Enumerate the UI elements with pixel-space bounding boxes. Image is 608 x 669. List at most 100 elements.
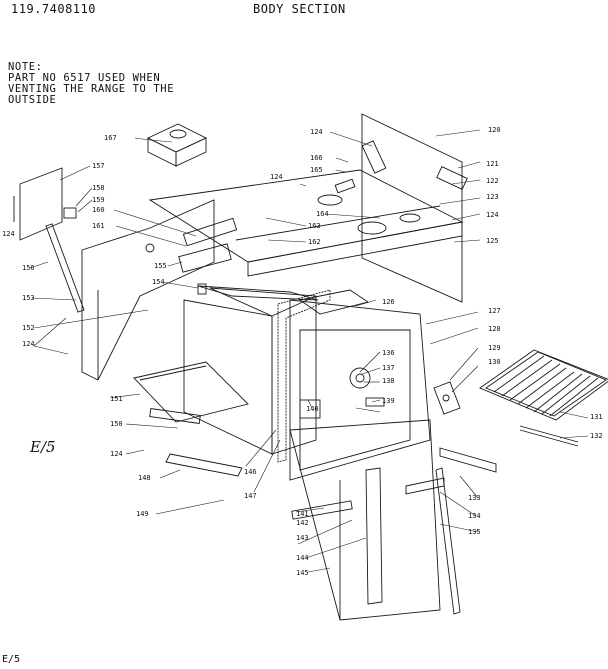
heater-block-155 [178, 243, 232, 273]
callout-160: 160 [92, 206, 105, 214]
burner-opening-3 [317, 194, 343, 206]
leader-lines [29, 129, 589, 573]
callout-144: 144 [296, 554, 309, 562]
note-line-1: PART NO 6517 USED WHEN [8, 72, 161, 84]
trim-133 [439, 447, 497, 473]
note-block: NOTE: PART NO 6517 USED WHEN VENTING THE… [8, 62, 174, 106]
callout-157: 157 [92, 162, 105, 170]
callout-129: 129 [488, 344, 501, 352]
rear-side-panel [361, 113, 463, 303]
callout-128: 128 [488, 325, 501, 333]
callout-155: 155 [154, 262, 167, 270]
drawer-rail-135 [435, 467, 461, 615]
callout-123: 123 [486, 193, 499, 201]
control-knob-137 [349, 367, 371, 389]
bracket-139 [365, 397, 385, 407]
callout-138: 138 [382, 377, 395, 385]
callout-150: 150 [110, 420, 123, 428]
rack-support [433, 381, 461, 415]
callout-166: 166 [310, 154, 323, 162]
callout-125: 125 [486, 237, 499, 245]
oven-rack [479, 349, 608, 421]
callout-165: 165 [310, 166, 323, 174]
callout-124-bottom: 124 [110, 450, 123, 458]
trim-strip-156 [45, 223, 85, 313]
bottom-trim-150 [149, 408, 201, 424]
insulation-blanket [277, 289, 331, 463]
callout-126: 126 [382, 298, 395, 306]
callout-120: 120 [488, 126, 501, 134]
oven-cavity [183, 299, 273, 455]
callout-133: 133 [468, 494, 481, 502]
callout-141: 141 [296, 510, 309, 518]
clip-158 [63, 207, 77, 219]
corner-mark: E/5 [2, 654, 21, 665]
door-opening [299, 329, 411, 471]
callout-132: 132 [590, 432, 603, 440]
top-panel [148, 169, 464, 263]
callout-136: 136 [382, 349, 395, 357]
oven-door [133, 361, 249, 423]
callout-137: 137 [382, 364, 395, 372]
vent-bar-upper [361, 140, 387, 174]
front-lower-panel [289, 419, 441, 621]
callout-121: 121 [486, 160, 499, 168]
front-frame-top [298, 289, 370, 315]
bottom-trim-148 [165, 453, 243, 477]
callout-163: 163 [308, 222, 321, 230]
section-title: BODY SECTION [253, 2, 346, 16]
callout-147: 147 [244, 492, 257, 500]
note-line-3: OUTSIDE [8, 94, 57, 106]
latch-154 [197, 283, 207, 295]
callout-124-right: 124 [486, 211, 499, 219]
callout-146: 146 [244, 468, 257, 476]
callout-152: 152 [22, 324, 35, 332]
callout-154: 154 [152, 278, 165, 286]
drawer-rail [365, 467, 383, 605]
callout-151: 151 [110, 395, 123, 403]
callout-145: 145 [296, 569, 309, 577]
callout-135: 135 [468, 528, 481, 536]
callout-122: 122 [486, 177, 499, 185]
model-number: 119.7408110 [11, 2, 96, 16]
handwritten-mark: E/5 [30, 438, 56, 456]
callout-124-lower-left: 124 [22, 340, 35, 348]
callout-127: 127 [488, 307, 501, 315]
trim-134 [405, 477, 445, 495]
callout-142: 142 [296, 519, 309, 527]
callout-124-top: 124 [310, 128, 323, 136]
oven-liner-inner [209, 287, 317, 455]
callout-158: 158 [92, 184, 105, 192]
callout-134: 134 [468, 512, 481, 520]
callout-130: 130 [488, 358, 501, 366]
callout-159: 159 [92, 196, 105, 204]
callout-153: 153 [22, 294, 35, 302]
side-trim-157 [19, 167, 63, 241]
front-frame [289, 299, 431, 481]
burner-opening-2 [399, 213, 421, 223]
callout-156: 156 [22, 264, 35, 272]
callout-149: 149 [136, 510, 149, 518]
kick-plate-141 [291, 500, 353, 520]
callout-162: 162 [308, 238, 321, 246]
callout-139: 139 [382, 397, 395, 405]
switch-140 [299, 399, 321, 419]
callout-124-left: 124 [2, 230, 15, 238]
left-body-side [81, 199, 215, 381]
note-line-2: VENTING THE RANGE TO THE [8, 83, 175, 95]
callout-140: 140 [306, 405, 319, 413]
top-front-rail [247, 221, 463, 277]
callout-148: 148 [138, 474, 151, 482]
shield-160 [182, 217, 238, 247]
callout-131: 131 [590, 413, 603, 421]
vent-slot [334, 178, 356, 194]
callout-167: 167 [104, 134, 117, 142]
callout-161: 161 [92, 222, 105, 230]
burner-opening-1 [357, 221, 387, 235]
callout-164: 164 [316, 210, 329, 218]
vent-bar-lower [436, 166, 468, 190]
note-label: NOTE: [8, 61, 43, 73]
callout-143: 143 [296, 534, 309, 542]
callout-124-mid: 124 [270, 173, 283, 181]
